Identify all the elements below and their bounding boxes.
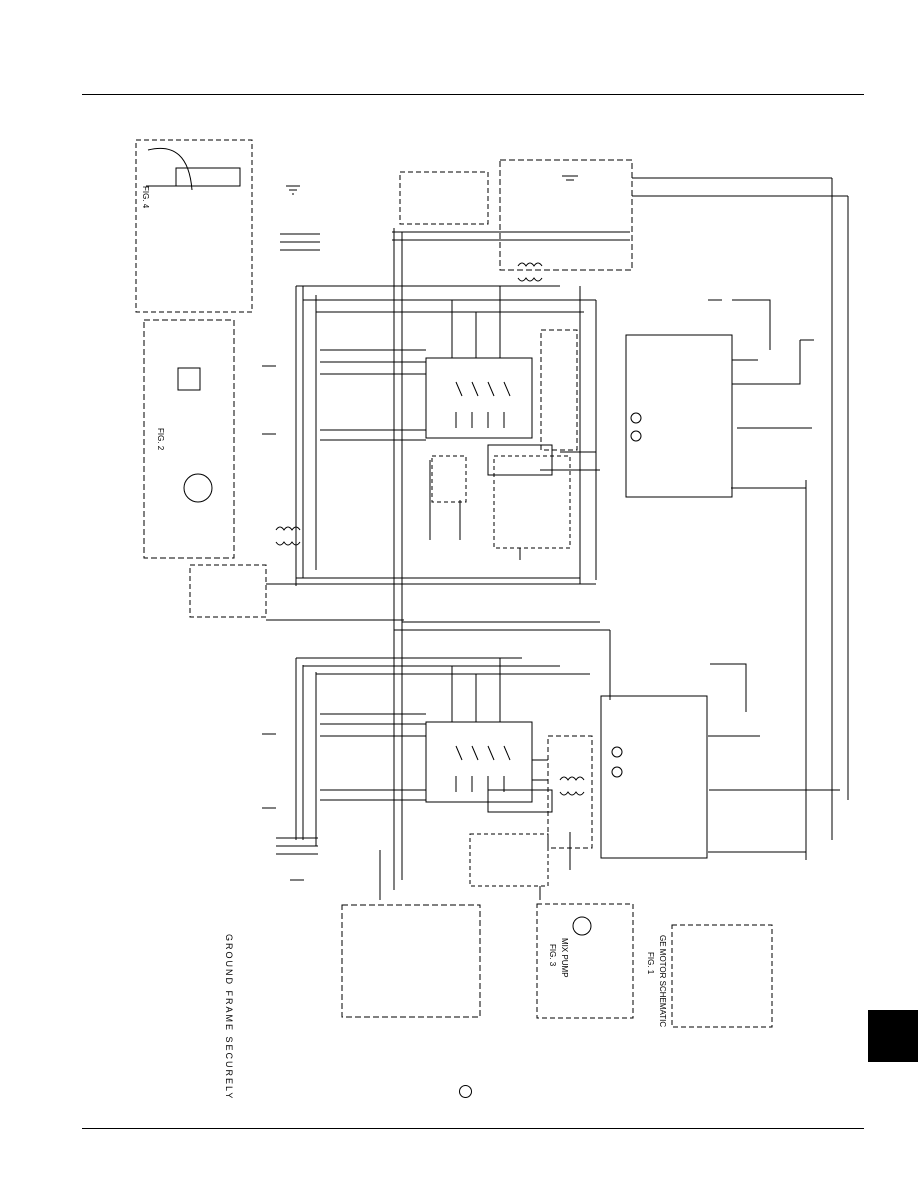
lower-relay-box: [469, 833, 549, 887]
top-rule: [82, 94, 864, 95]
fig2-inset-box: [143, 319, 235, 559]
fig4-inset-box: [135, 139, 253, 313]
section-tab: [868, 1010, 918, 1062]
ground-frame-note: GROUND FRAME SECURELY: [224, 934, 234, 1100]
lower-transformer-box: [547, 735, 593, 849]
fig1-number: FIG. 1: [646, 952, 655, 975]
fig3-inset-box: [536, 903, 634, 1019]
bottom-panel-box: [341, 904, 481, 1018]
top-switch-box: [499, 159, 633, 271]
upper-relay-box-a: [431, 455, 467, 503]
lower-contactor-block: [425, 721, 533, 803]
lower-control-board: [600, 695, 708, 859]
upper-control-board: [625, 334, 733, 498]
fig1-title: GE MOTOR SCHEMATIC: [658, 935, 667, 1027]
fig2-number: FIG. 2: [156, 428, 165, 451]
bottom-rule: [82, 1128, 864, 1129]
registration-circle: [459, 1085, 472, 1098]
switch-box: [189, 564, 267, 618]
fig3-number: FIG. 3: [548, 944, 557, 967]
upper-relay-box-b: [493, 455, 571, 549]
upper-contactor-block: [425, 357, 533, 439]
fig4-number: FIG. 4: [141, 186, 150, 209]
fig2-motor-icon: [183, 473, 213, 503]
upper-relay-box-c: [540, 329, 578, 451]
fig1-inset-box: [671, 924, 773, 1028]
top-fuse-box: [399, 171, 489, 225]
fig4-sketch: [146, 148, 241, 191]
fig3-title: MIX PUMP: [560, 938, 569, 978]
